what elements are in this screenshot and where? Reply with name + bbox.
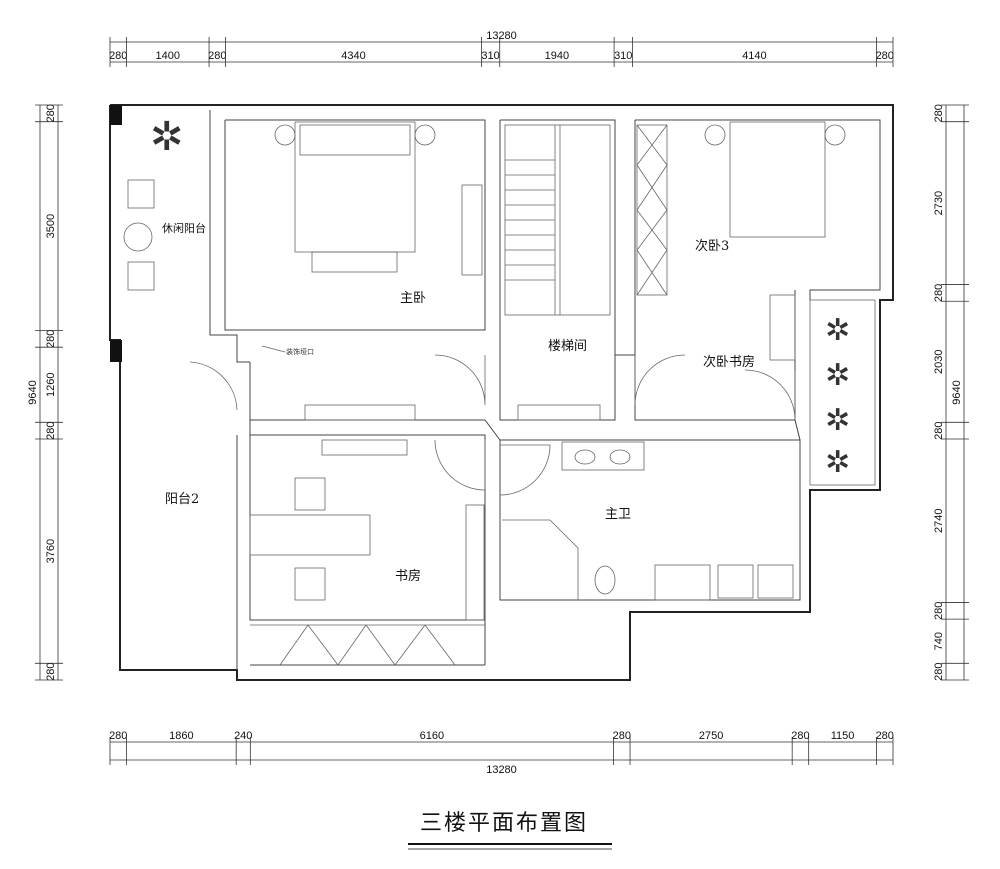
dimension-label: 280 (613, 730, 631, 742)
furniture: ✲ ✲ ✲ ✲ ✲ (123, 114, 850, 666)
dimension-total: 9640 (27, 380, 39, 404)
dimension-total: 9640 (951, 380, 963, 404)
dryer (757, 564, 794, 599)
bookshelf (465, 504, 485, 621)
vanity (561, 441, 645, 471)
planter-balcony (809, 299, 876, 486)
dimension-label: 280 (933, 104, 945, 122)
tv-cabinet (461, 184, 483, 276)
dimension-label: 2750 (699, 730, 723, 742)
shower (502, 519, 579, 600)
dimension-label: 280 (45, 421, 57, 439)
dimension-label: 280 (45, 104, 57, 122)
dimension-lines: 280 1400 280 4340 310 1940 310 4140 280 13280 280 1… (27, 30, 969, 776)
dimension-label: 4340 (341, 50, 365, 62)
dimension-label: 3500 (45, 214, 57, 238)
dimension-label: 280 (45, 330, 57, 348)
column (110, 340, 122, 362)
dimension-total: 13280 (486, 30, 517, 42)
dimension-label: 280 (109, 730, 127, 742)
washer (717, 564, 754, 599)
plant-icon: ✲ (150, 114, 184, 160)
annotation-decorative-opening: 装饰垭口 (286, 347, 314, 356)
walls (109, 104, 894, 681)
dimension-label: 310 (481, 50, 499, 62)
dimension-label: 1860 (169, 730, 193, 742)
wardrobe (636, 124, 668, 296)
dimension-label: 1400 (156, 50, 180, 62)
column (110, 105, 122, 125)
desk (769, 294, 796, 361)
dimension-label: 2740 (933, 508, 945, 532)
dimension-label: 240 (234, 730, 252, 742)
dimension-label: 3760 (45, 539, 57, 563)
dimension-label: 280 (208, 50, 226, 62)
room-label-master-bath: 主卫 (605, 507, 631, 522)
room-label-leisure-balcony: 休闲阳台 (162, 221, 206, 235)
room-label-stairwell: 楼梯间 (548, 339, 587, 354)
plant-icon: ✲ (825, 313, 850, 348)
room-label-second-bedroom-3: 次卧3 (695, 238, 729, 254)
dimension-label: 280 (109, 50, 127, 62)
lamp-icon (414, 124, 436, 146)
dimension-label: 280 (933, 284, 945, 302)
dimension-label: 280 (45, 662, 57, 680)
dimension-label: 4140 (742, 50, 766, 62)
dimension-label: 2030 (933, 350, 945, 374)
dimension-label: 2730 (933, 191, 945, 215)
second-bed (729, 121, 826, 238)
toilet (594, 565, 616, 595)
dimension-label: 310 (614, 50, 632, 62)
dimension-label: 6160 (420, 730, 444, 742)
dimension-label: 280 (876, 730, 894, 742)
dimension-label: 740 (933, 632, 945, 650)
bathtub (654, 564, 711, 601)
dimension-label: 280 (876, 50, 894, 62)
lamp-icon (274, 124, 296, 146)
plant-icon: ✲ (825, 445, 850, 480)
room-label-study: 书房 (395, 568, 421, 584)
room-label-second-bedroom-study: 次卧书房 (703, 354, 755, 370)
dimension-label: 280 (933, 662, 945, 680)
plant-icon: ✲ (825, 403, 850, 438)
dimension-label: 1940 (545, 50, 569, 62)
master-bed (294, 121, 416, 253)
dimension-total: 13280 (486, 764, 517, 776)
dimension-label: 280 (791, 730, 809, 742)
dimension-label: 280 (933, 421, 945, 439)
dimension-label: 1150 (831, 730, 855, 742)
room-label-master-bedroom: 主卧 (400, 291, 426, 306)
doors (189, 354, 796, 496)
drawing-title: 三楼平面布置图 (420, 811, 588, 836)
study-desk (249, 514, 371, 556)
dimension-label: 1260 (45, 373, 57, 397)
plant-icon: ✲ (825, 358, 850, 393)
tea-table (123, 222, 153, 252)
room-label-balcony-2: 阳台2 (165, 492, 199, 507)
dimension-label: 280 (933, 602, 945, 620)
